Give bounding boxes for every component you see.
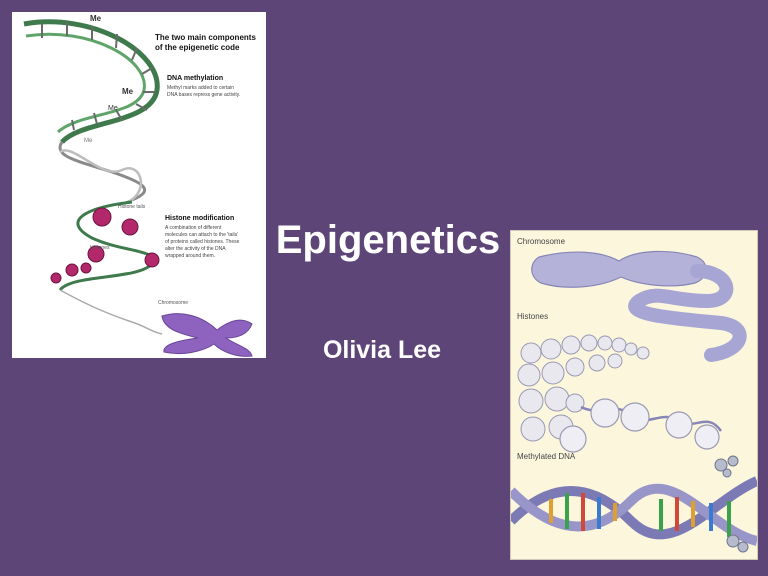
chromosome-label: Chromosome (158, 300, 188, 306)
dna-backbone-a (507, 476, 760, 540)
histone-modification-description: of proteins called histones. These (165, 239, 240, 245)
methylation-description: DNA bases repress gene activity. (167, 92, 240, 98)
figure-heading: of the epigenetic code (155, 43, 240, 52)
dna-base-pairs (549, 493, 731, 537)
chromatin-structure-illustration: Chromosome Histones (507, 237, 760, 553)
chromatin-fiber (58, 200, 156, 292)
chromosome-label: Chromosome (517, 237, 566, 246)
methylation-description: Methyl marks added to certain (167, 85, 234, 91)
histone-modification-label: Histone modification (165, 215, 234, 222)
me-label: Me (122, 87, 134, 96)
epigenetic-code-illustration: Me Me Me Me Histone tails Histones (23, 14, 256, 357)
histone-tails-label: Histone tails (118, 204, 146, 210)
epigenetic-code-figure: Me Me Me Me Histone tails Histones (12, 12, 266, 358)
methylated-dna-label: Methylated DNA (517, 452, 576, 461)
histone-modification-description: A combination of different (165, 225, 222, 231)
dna-rungs (41, 22, 155, 131)
histone-modification-description: molecules can attach to the 'tails' (165, 232, 238, 238)
dna-helix-strand-a (58, 141, 147, 202)
slide-title: Epigenetics (275, 218, 501, 262)
histone-modification-description: alter the activity of the DNA (165, 246, 226, 252)
histone-modification-description: wrapped around them. (165, 253, 215, 259)
dna-thread (59, 289, 163, 335)
histones-label: Histones (90, 245, 110, 251)
histone-beads (50, 207, 160, 284)
me-label: Me (90, 14, 102, 23)
chromosome-shape (531, 250, 707, 288)
dna-helix-strand-b (59, 149, 142, 206)
chromatin-fiber (628, 264, 747, 362)
nucleosomes (559, 398, 720, 453)
histone-cluster (517, 334, 650, 442)
chromosome-x-shape (161, 313, 253, 357)
histones-label: Histones (517, 312, 548, 321)
chromatin-structure-figure: Chromosome Histones (507, 230, 760, 560)
figure-heading: The two main components (155, 33, 256, 42)
methylation-label: DNA methylation (167, 75, 223, 82)
dna-ladder-inner (25, 32, 146, 134)
slide-author: Olivia Lee (322, 336, 442, 364)
me-label: Me (108, 105, 118, 112)
dna-ladder-outer (23, 19, 160, 144)
me-label: Me (84, 138, 93, 144)
methyl-group-icons (714, 455, 749, 553)
